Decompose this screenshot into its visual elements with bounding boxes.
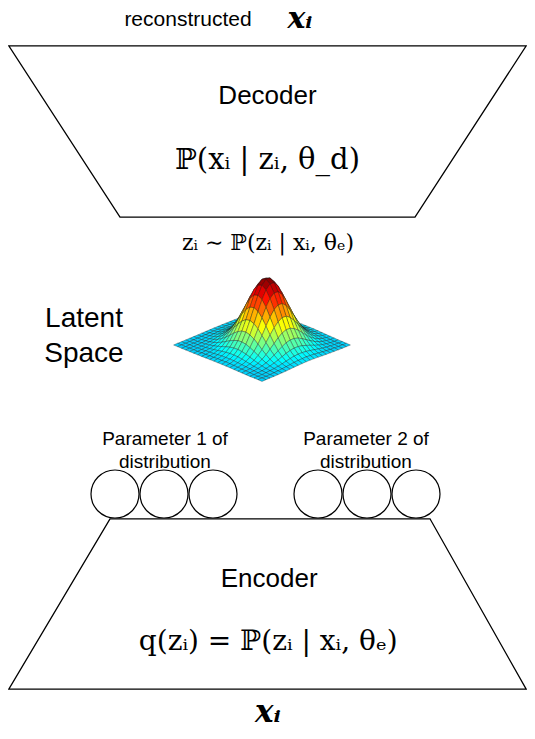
parameter-label: Parameter 2 of distribution [286, 428, 446, 474]
latent-space-label: Latent Space [19, 300, 149, 370]
variable-symbol: xᵢ [270, 0, 330, 36]
parameter-label: Parameter 1 of distribution [85, 428, 245, 474]
block-title: Encoder [221, 563, 318, 594]
latent-unit [343, 470, 391, 518]
latent-unit [189, 470, 237, 518]
sampling-formula: zᵢ ∼ ℙ(zᵢ | xᵢ, θₑ) [78, 230, 458, 256]
gaussian-surface [174, 278, 351, 382]
trapezoid-outline [8, 518, 527, 690]
trapezoid-shape [9, 519, 526, 689]
latent-unit [392, 470, 440, 518]
block-title: Decoder [218, 80, 316, 111]
latent-unit [91, 470, 139, 518]
formula: ℙ(xᵢ | zᵢ, θ_d) [175, 142, 360, 176]
output-caption: reconstructed [88, 6, 288, 31]
surface-cell [258, 378, 266, 381]
trapezoid-outline [8, 45, 527, 218]
trapezoid-shape [9, 46, 526, 217]
parameter-circles [91, 470, 440, 518]
formula: q(zᵢ) = ℙ(zᵢ | xᵢ, θₑ) [139, 624, 398, 657]
latent-unit [140, 470, 188, 518]
variable-symbol: xᵢ [228, 694, 308, 728]
encoder-trapezoid: Encoder q(zᵢ) = ℙ(zᵢ | xᵢ, θₑ) [8, 518, 527, 690]
decoder-trapezoid: Decoderℙ(xᵢ | zᵢ, θ_d) [8, 45, 527, 218]
latent-unit [294, 470, 342, 518]
